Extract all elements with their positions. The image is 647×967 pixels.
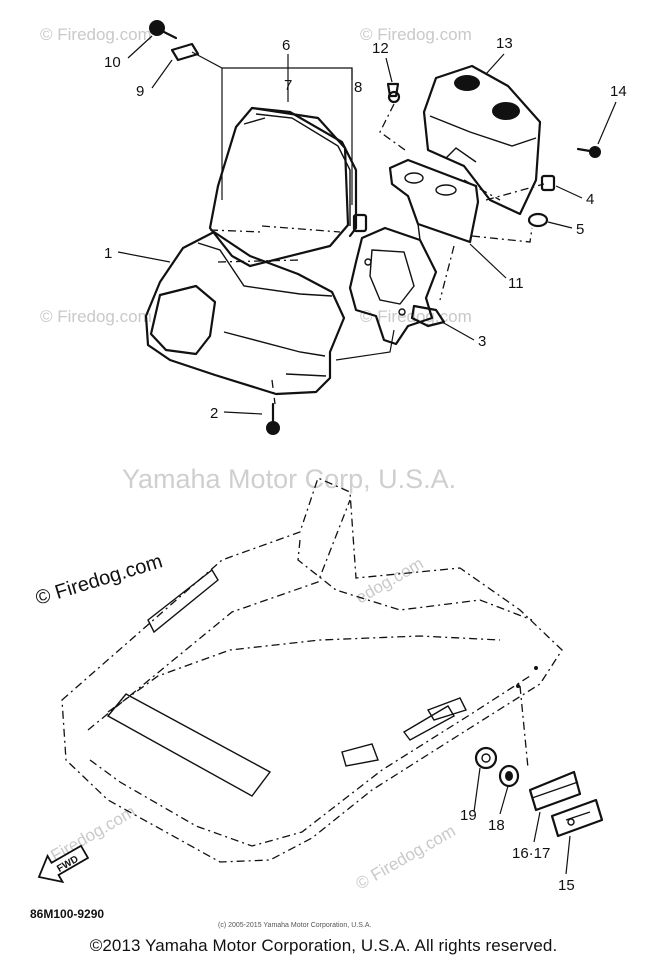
watermark-firedog-top-right: © Firedog.com (360, 25, 472, 44)
footer-copyright: ©2013 Yamaha Motor Corporation, U.S.A. A… (89, 936, 558, 955)
callout-12: 12 (372, 40, 389, 57)
callout-13: 13 (496, 35, 513, 52)
callout-2: 2 (210, 405, 218, 422)
small-copyright: (c) 2005-2015 Yamaha Motor Corporation, … (218, 922, 371, 929)
part-8-damper (352, 213, 368, 233)
part-6-7-windscreen (208, 106, 358, 268)
callout-3: 3 (478, 333, 486, 350)
callout-16-17: 16·17 (512, 845, 550, 862)
hardware-5-washer (527, 212, 549, 228)
watermark-firedog-top-left: © Firedog.com (40, 25, 152, 44)
callout-9: 9 (136, 83, 144, 100)
hardware-2-bolt (266, 402, 280, 435)
callout-19: 19 (460, 807, 477, 824)
callout-6: 6 (282, 37, 290, 54)
callout-5: 5 (576, 221, 584, 238)
hardware-9-clip (170, 42, 200, 62)
watermark-firedog-lower-right: edog.com (353, 554, 427, 608)
callout-1: 1 (104, 245, 112, 262)
part-15-pad (550, 798, 604, 838)
hardware-10-bolt (149, 20, 178, 40)
callout-18: 18 (488, 817, 505, 834)
upper-assembly-lines (191, 51, 545, 405)
part-tank-cover (61, 477, 563, 863)
hardware-14-screw (576, 146, 601, 158)
upper-callouts: 1 2 3 4 5 6 7 8 9 10 11 12 13 14 (104, 35, 627, 422)
callout-14: 14 (610, 83, 627, 100)
watermark-firedog-mid-left: © Firedog.com (40, 307, 152, 326)
hardware-12-screw (386, 82, 401, 104)
part-19-grommet (474, 746, 498, 770)
watermark-yamaha: Yamaha Motor Corp, U.S.A. (122, 464, 456, 494)
callout-11: 11 (508, 275, 524, 292)
callout-4: 4 (586, 191, 594, 208)
watermark-firedog-bottom-right: © Firedog.com (353, 821, 459, 893)
part-13-meter-cover (422, 64, 542, 216)
callout-8: 8 (354, 79, 362, 96)
part-11-meter-bracket (388, 158, 480, 244)
hardware-4-screw (540, 174, 556, 192)
lower-callouts: 19 18 16·17 15 (460, 685, 575, 894)
part-18-collar (498, 764, 520, 788)
callout-7: 7 (284, 77, 292, 94)
callout-10: 10 (104, 54, 121, 71)
watermark-firedog-dark: © Firedog.com (33, 550, 165, 609)
part-16-17-pad (528, 770, 582, 812)
part-1-headlight-cowl (144, 230, 346, 396)
watermark-firedog-bottom-left: Firedog.com (48, 802, 139, 866)
part-3-bracket (348, 226, 446, 346)
drawing-code: 86M100-9290 (30, 907, 104, 921)
callout-15: 15 (558, 877, 575, 894)
